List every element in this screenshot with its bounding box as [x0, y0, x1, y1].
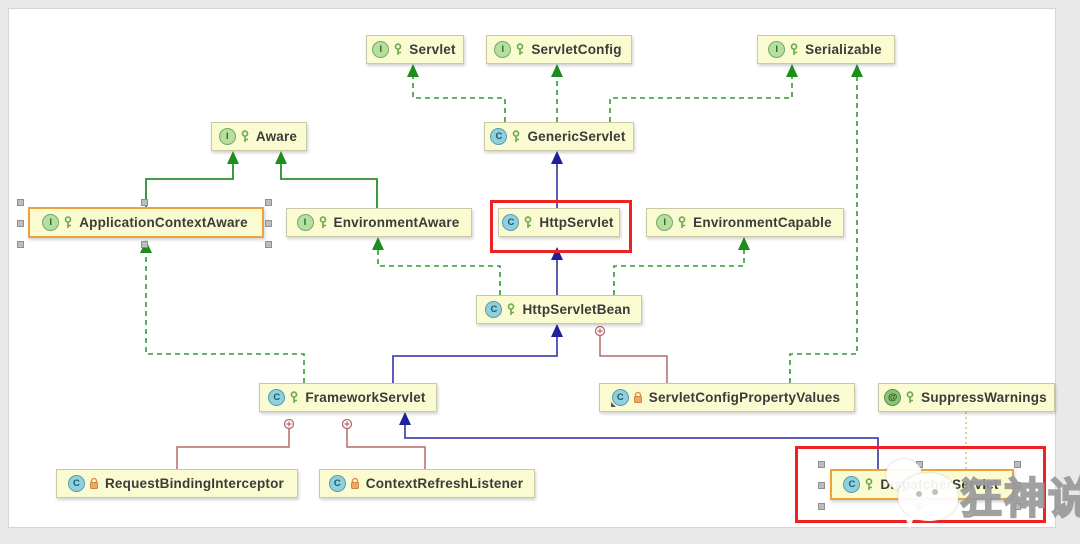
selection-handle[interactable]	[17, 241, 24, 248]
node-label: Aware	[255, 129, 298, 144]
class-icon: C	[328, 475, 346, 492]
interface-icon: I	[494, 41, 512, 58]
node-label: Servlet	[409, 42, 456, 57]
selection-handle[interactable]	[1014, 482, 1021, 489]
class-icon: C	[502, 214, 520, 231]
node-httpservlet[interactable]: C HttpServlet	[498, 208, 620, 237]
selection-handle[interactable]	[265, 199, 272, 206]
private-lock-icon	[350, 477, 360, 490]
node-label: HttpServlet	[539, 215, 614, 230]
node-environmentcapable[interactable]: I EnvironmentCapable	[646, 208, 844, 237]
selection-handle[interactable]	[1014, 461, 1021, 468]
node-label: RequestBindingInterceptor	[104, 476, 284, 491]
class-icon: C	[485, 301, 503, 318]
node-suppresswarnings[interactable]: @ SuppressWarnings	[878, 383, 1055, 412]
selection-handle[interactable]	[265, 241, 272, 248]
highlight-box-httpservlet	[490, 200, 632, 253]
public-key-icon	[905, 391, 915, 404]
node-label: EnvironmentCapable	[693, 215, 832, 230]
wechat-eye-icon	[932, 489, 938, 495]
public-key-icon	[393, 43, 403, 56]
selection-handle[interactable]	[265, 220, 272, 227]
node-httpservletbean[interactable]: C HttpServletBean	[476, 295, 642, 324]
node-label: ContextRefreshListener	[365, 476, 524, 491]
interface-icon: I	[296, 214, 314, 231]
annotation-icon: @	[884, 389, 902, 406]
class-icon: C	[490, 128, 508, 145]
node-label: ServletConfig	[531, 42, 622, 57]
node-serializable[interactable]: I Serializable	[757, 35, 895, 64]
watermark-text: 狂神说	[959, 474, 1080, 523]
interface-icon: I	[372, 41, 390, 58]
wechat-eye-icon	[916, 491, 922, 497]
node-frameworkservlet[interactable]: C FrameworkServlet	[259, 383, 437, 412]
selection-handle[interactable]	[17, 199, 24, 206]
node-label: EnvironmentAware	[333, 215, 460, 230]
node-contextrefreshlistener[interactable]: C ContextRefreshListener	[319, 469, 535, 498]
node-aware[interactable]: I Aware	[211, 122, 307, 151]
interface-icon: I	[768, 41, 786, 58]
node-label: FrameworkServlet	[305, 390, 426, 405]
interface-icon: I	[218, 128, 236, 145]
node-label: HttpServletBean	[522, 302, 631, 317]
selection-handle[interactable]	[141, 241, 148, 248]
selection-handle[interactable]	[1014, 503, 1021, 510]
node-label: GenericServlet	[527, 129, 626, 144]
public-key-icon	[864, 478, 874, 491]
selection-handle[interactable]	[818, 461, 825, 468]
private-lock-icon	[89, 477, 99, 490]
selection-handle[interactable]	[17, 220, 24, 227]
interface-icon: I	[656, 214, 674, 231]
node-applicationcontextaware[interactable]: I ApplicationContextAware	[28, 207, 264, 238]
public-key-icon	[523, 216, 533, 229]
node-servletconfig[interactable]: I ServletConfig	[486, 35, 632, 64]
node-requestbindinginterceptor[interactable]: C RequestBindingInterceptor	[56, 469, 298, 498]
class-icon: C	[843, 476, 861, 493]
node-environmentaware[interactable]: I EnvironmentAware	[286, 208, 472, 237]
node-genericservlet[interactable]: C GenericServlet	[484, 122, 634, 151]
node-label: ServletConfigPropertyValues	[648, 390, 841, 405]
public-key-icon	[63, 216, 73, 229]
selection-handle[interactable]	[818, 482, 825, 489]
wechat-bubble-big-icon	[898, 473, 958, 521]
class-icon: C	[67, 475, 85, 492]
public-key-icon	[677, 216, 687, 229]
public-key-icon	[789, 43, 799, 56]
public-key-icon	[515, 43, 525, 56]
interface-icon: I	[42, 214, 60, 231]
selection-handle[interactable]	[818, 503, 825, 510]
watermark: 狂神说	[880, 453, 1080, 531]
class-icon: C	[268, 389, 286, 406]
public-key-icon	[240, 130, 250, 143]
node-label: ApplicationContextAware	[79, 215, 248, 230]
public-key-icon	[289, 391, 299, 404]
public-key-icon	[318, 216, 328, 229]
inner-class-icon: C	[610, 389, 629, 407]
highlight-box-dispatcherservlet	[795, 446, 1046, 523]
node-servletconfigpropertyvalues[interactable]: C ServletConfigPropertyValues	[599, 383, 855, 412]
selection-handle[interactable]	[141, 199, 148, 206]
node-label: Serializable	[805, 42, 882, 57]
public-key-icon	[511, 130, 521, 143]
node-servlet[interactable]: I Servlet	[366, 35, 464, 64]
private-lock-icon	[633, 391, 643, 404]
node-label: SuppressWarnings	[921, 390, 1047, 405]
public-key-icon	[506, 303, 516, 316]
